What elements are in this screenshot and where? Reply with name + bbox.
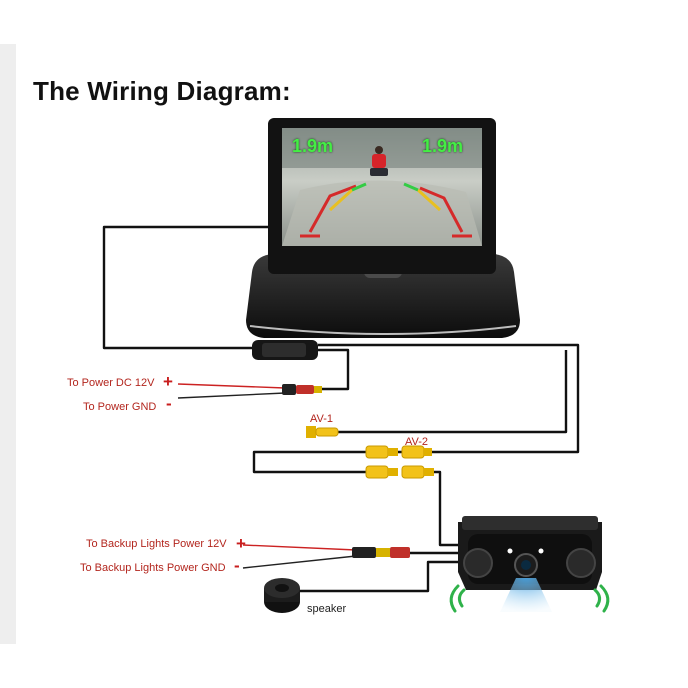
plus-sign-backup: + [236,534,246,553]
camera-beam [500,578,552,612]
power-leads [177,383,357,569]
speaker [264,578,300,613]
monitor-base [246,254,520,338]
speaker-wire [298,560,458,593]
label-power-gnd: To Power GND [83,401,157,413]
monitor-cable [102,225,268,350]
distance-readout-left: 1.9m [292,136,334,156]
label-av1: AV-1 [310,413,334,425]
monitor [246,118,520,338]
backup-lights-plug [352,547,410,558]
av1-rca-plug [306,426,339,438]
plus-sign-power: + [163,372,173,391]
label-power-dc: To Power DC 12V [67,377,155,389]
camera [458,516,602,590]
distance-readout-right: 1.9m [422,136,464,156]
page-title: The Wiring Diagram: [33,76,291,106]
label-av2: AV-2 [405,436,429,448]
sensor-signal-waves [449,584,610,613]
label-backup-gnd: To Backup Lights Power GND [80,562,226,574]
label-backup-power: To Backup Lights Power 12V [86,538,227,550]
left-margin-bar [0,44,16,644]
av2-rca-plug-lower [365,465,434,479]
inline-connector [252,340,318,360]
minus-sign-backup: - [234,556,240,575]
av1-cable [338,350,568,434]
av2-rca-plug-upper [365,445,432,459]
power-branch-wire [318,348,350,391]
minus-sign-power: - [166,394,172,413]
power-plug [282,384,322,395]
camera-cable [434,470,458,547]
label-speaker: speaker [307,603,347,615]
